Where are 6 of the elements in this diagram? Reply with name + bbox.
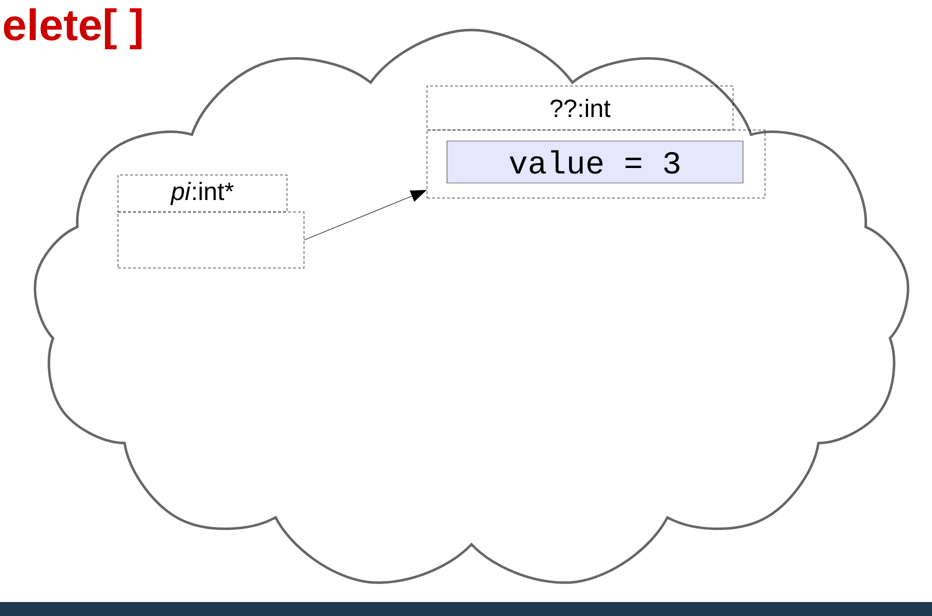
slide-title: elete[ ]	[4, 8, 142, 50]
variable-label-box: ??:int	[426, 86, 734, 130]
memory-box	[118, 212, 304, 268]
memory-box	[426, 130, 766, 198]
value-box: value = 3	[446, 140, 744, 184]
variable-label-box: pi:int*	[118, 174, 288, 212]
